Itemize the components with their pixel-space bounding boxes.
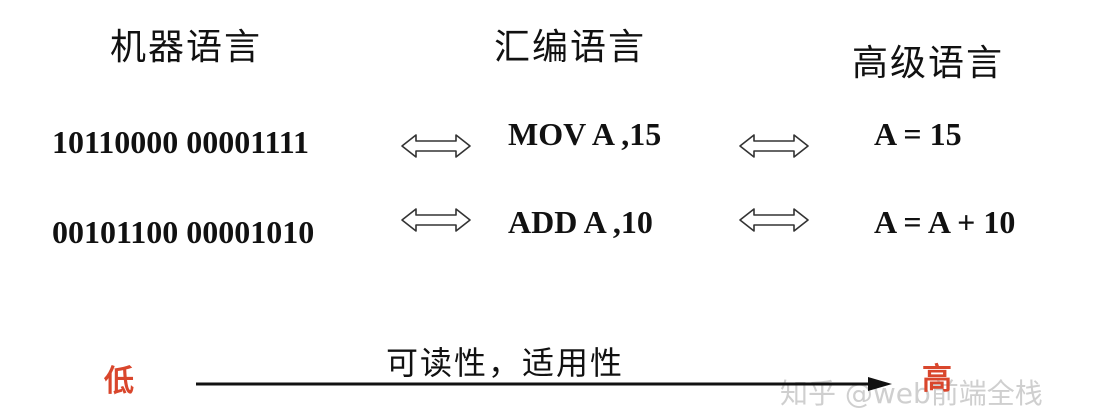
row-2-machine-code: 00101100 00001010 — [52, 214, 315, 250]
row-1-machine-code: 10110000 00001111 — [52, 124, 309, 160]
header-high-level-language: 高级语言 — [852, 43, 1005, 84]
axis-low-label: 低 — [104, 364, 134, 399]
header-assembly-language: 汇编语言 — [494, 27, 647, 68]
double-headed-arrow-icon — [401, 208, 471, 232]
row-2-assembly-code: ADD A ,10 — [508, 204, 653, 240]
axis-readability-label: 可读性，适用性 — [386, 344, 625, 382]
double-headed-arrow-icon — [739, 134, 809, 158]
axis-high-label: 高 — [922, 362, 952, 397]
row-2-high-level-code: A = A + 10 — [874, 204, 1016, 240]
arrow-right-icon — [196, 377, 892, 391]
double-headed-arrow-icon — [739, 208, 809, 232]
header-machine-language: 机器语言 — [110, 27, 263, 68]
row-1-high-level-code: A = 15 — [874, 116, 962, 152]
double-headed-arrow-icon — [401, 134, 471, 158]
row-1-assembly-code: MOV A ,15 — [508, 116, 662, 152]
